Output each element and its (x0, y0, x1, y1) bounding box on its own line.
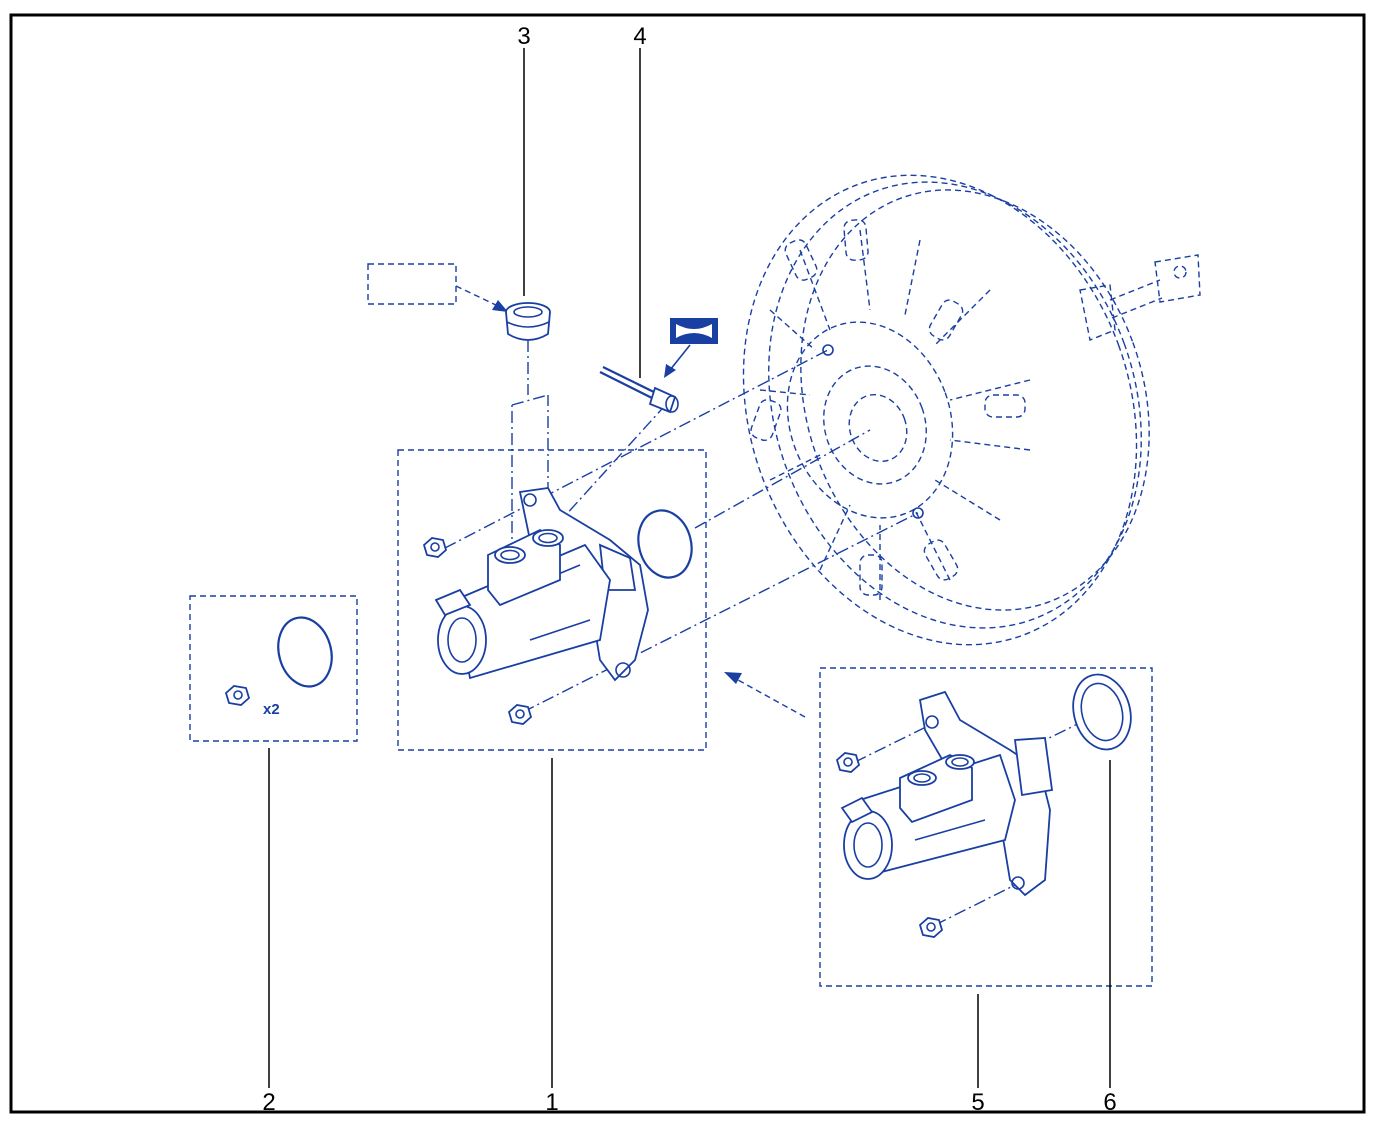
push-rod-pin (599, 366, 679, 414)
callout-6: 6 (1103, 1089, 1116, 1116)
nut-upper (422, 537, 448, 558)
alternative-seal (1072, 673, 1132, 751)
group-box-master-cylinder (397, 449, 707, 751)
arrow-to-group-1 (724, 672, 806, 718)
callout-4: 4 (633, 23, 646, 50)
arrow-to-grommet (455, 285, 508, 312)
quantity-label: x2 (263, 701, 280, 718)
assembly-centerlines (444, 340, 1103, 926)
brake-booster (742, 174, 1201, 646)
leader-lines (268, 48, 1111, 1088)
alternative-master-cylinder (840, 690, 1054, 897)
alternative-nut-upper (835, 752, 861, 773)
seal-kit-o-ring (277, 616, 333, 688)
callout-5: 5 (971, 1089, 984, 1116)
diagram-frame (9, 13, 1366, 1114)
o-ring (637, 509, 693, 579)
group-box-alternative-master-cylinder (819, 667, 1153, 987)
reservoir-grommet (505, 302, 551, 341)
seal-kit-nut (224, 685, 251, 706)
group-box-seal-kit (189, 595, 358, 742)
nut-lower (507, 704, 533, 725)
callout-3: 3 (517, 23, 530, 50)
reference-box (367, 263, 457, 305)
alternative-nut-lower (918, 917, 944, 938)
callout-1: 1 (545, 1089, 558, 1116)
brake-master-cylinder (434, 487, 649, 682)
callout-2: 2 (262, 1089, 275, 1116)
arrow-from-lubricant (664, 344, 691, 378)
grease-icon (670, 318, 718, 344)
